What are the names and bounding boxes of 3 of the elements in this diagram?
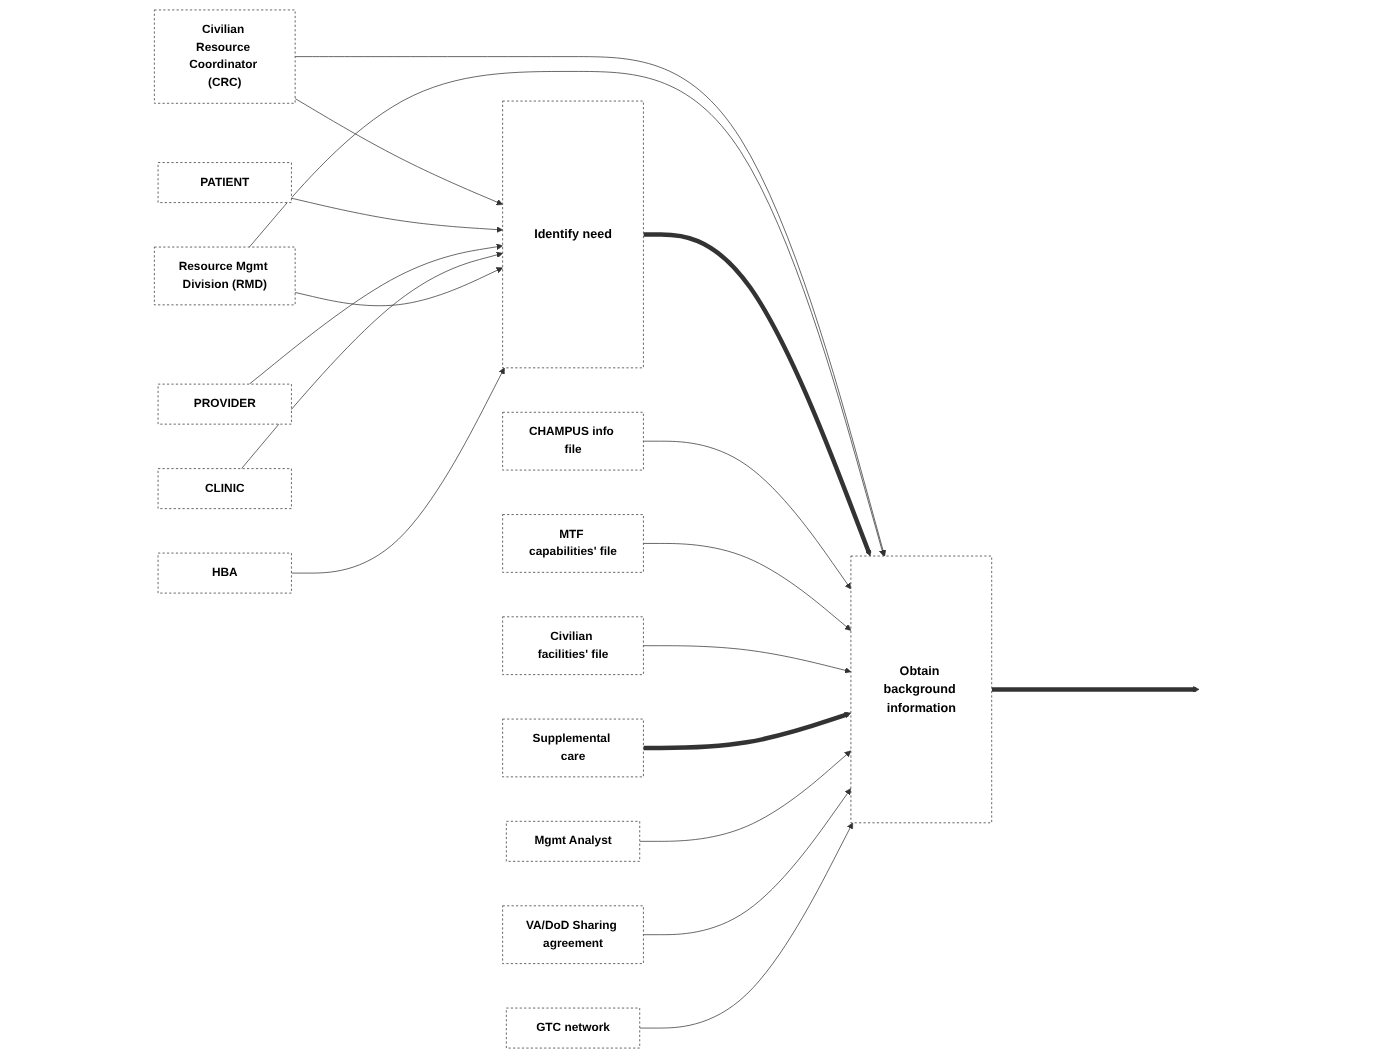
- arrow: [643, 711, 852, 751]
- arrow: [991, 686, 1200, 693]
- arrow: [643, 232, 872, 557]
